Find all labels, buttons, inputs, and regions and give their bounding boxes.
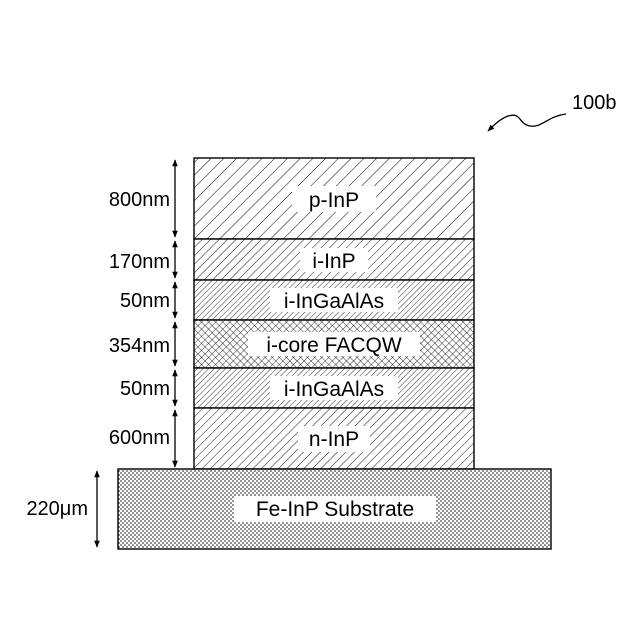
layer-label-i-ingaalas-bottom: i-InGaAlAs (284, 378, 384, 401)
thickness-label-i-ingaalas-bottom: 50nm (120, 378, 170, 400)
layer-i-ingaalas-bottom: i-InGaAlAs (194, 368, 474, 408)
layer-i-ingaalas-top: i-InGaAlAs (194, 280, 474, 320)
thickness-label-n-inp: 600nm (109, 427, 170, 449)
thickness-label-i-inp: 170nm (109, 251, 170, 273)
layer-core-facqw: i-core FACQW (194, 320, 474, 368)
layer-label-n-inp: n-InP (309, 428, 359, 451)
layer-label-p-inp: p-InP (309, 189, 359, 212)
layer-label-substrate: Fe-InP Substrate (256, 498, 414, 521)
layer-p-inp: p-InP (194, 158, 474, 239)
layer-label-i-ingaalas-top: i-InGaAlAs (284, 290, 384, 313)
thickness-label-i-ingaalas-top: 50nm (120, 290, 170, 312)
layer-label-i-inp: i-InP (312, 250, 355, 273)
reference-leader-line (488, 114, 566, 131)
layer-n-inp: n-InP (194, 408, 474, 469)
reference-label: 100b (572, 92, 617, 114)
layer-i-inp: i-InP (194, 239, 474, 280)
layer-label-core-facqw: i-core FACQW (266, 334, 402, 357)
thickness-label-core-facqw: 354nm (109, 335, 170, 357)
thickness-label-substrate: 220μm (26, 498, 88, 520)
thickness-label-p-inp: 800nm (109, 189, 170, 211)
layer-substrate: Fe-InP Substrate (118, 469, 551, 549)
